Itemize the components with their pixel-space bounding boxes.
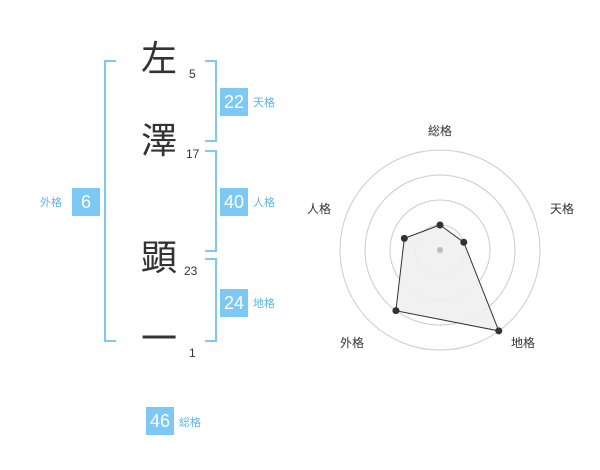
radar-ring [364, 174, 516, 326]
tenkaku-label: 天格 [253, 96, 275, 109]
name-char-2: 澤 [141, 121, 178, 162]
radar-polygon [395, 224, 500, 332]
radar-label-chikaku: 地格 [511, 336, 536, 350]
radar-point-jinkaku [400, 234, 408, 242]
name-char-4-strokes: 1 [189, 346, 196, 360]
radar-center-dot [437, 247, 443, 253]
name-char-3-strokes: 23 [184, 264, 198, 278]
chikaku-score: 24 [220, 289, 248, 317]
jinkaku-bracket [205, 150, 217, 252]
radar-label-soukaku: 総格 [428, 124, 453, 138]
chikaku-bracket [205, 258, 217, 342]
radar-label-jinkaku: 人格 [307, 202, 332, 216]
name-char-3: 顕 [141, 238, 178, 279]
soukaku-label: 総格 [179, 416, 201, 429]
tenkaku-score: 22 [220, 88, 248, 116]
chikaku-label: 地格 [253, 297, 275, 310]
gaikaku-label: 外格 [40, 196, 62, 209]
radar-point-gaikaku [392, 307, 400, 315]
radar-ring [339, 149, 541, 351]
name-char-1-strokes: 5 [189, 67, 196, 81]
tenkaku-bracket [205, 60, 217, 142]
gaikaku-bracket [104, 60, 116, 342]
jinkaku-label: 人格 [253, 196, 275, 209]
radar-point-chikaku [495, 327, 503, 335]
gaikaku-score: 6 [72, 188, 100, 216]
jinkaku-score: 40 [220, 188, 248, 216]
radar-point-tenkaku [460, 238, 468, 246]
name-char-1: 左 [141, 39, 178, 80]
radar-label-gaikaku: 外格 [340, 336, 365, 350]
radar-label-tenkaku: 天格 [550, 202, 575, 216]
name-char-2-strokes: 17 [186, 147, 200, 161]
radar-point-soukaku [436, 221, 444, 229]
soukaku-score: 46 [146, 407, 174, 435]
name-char-4: 一 [141, 319, 178, 360]
